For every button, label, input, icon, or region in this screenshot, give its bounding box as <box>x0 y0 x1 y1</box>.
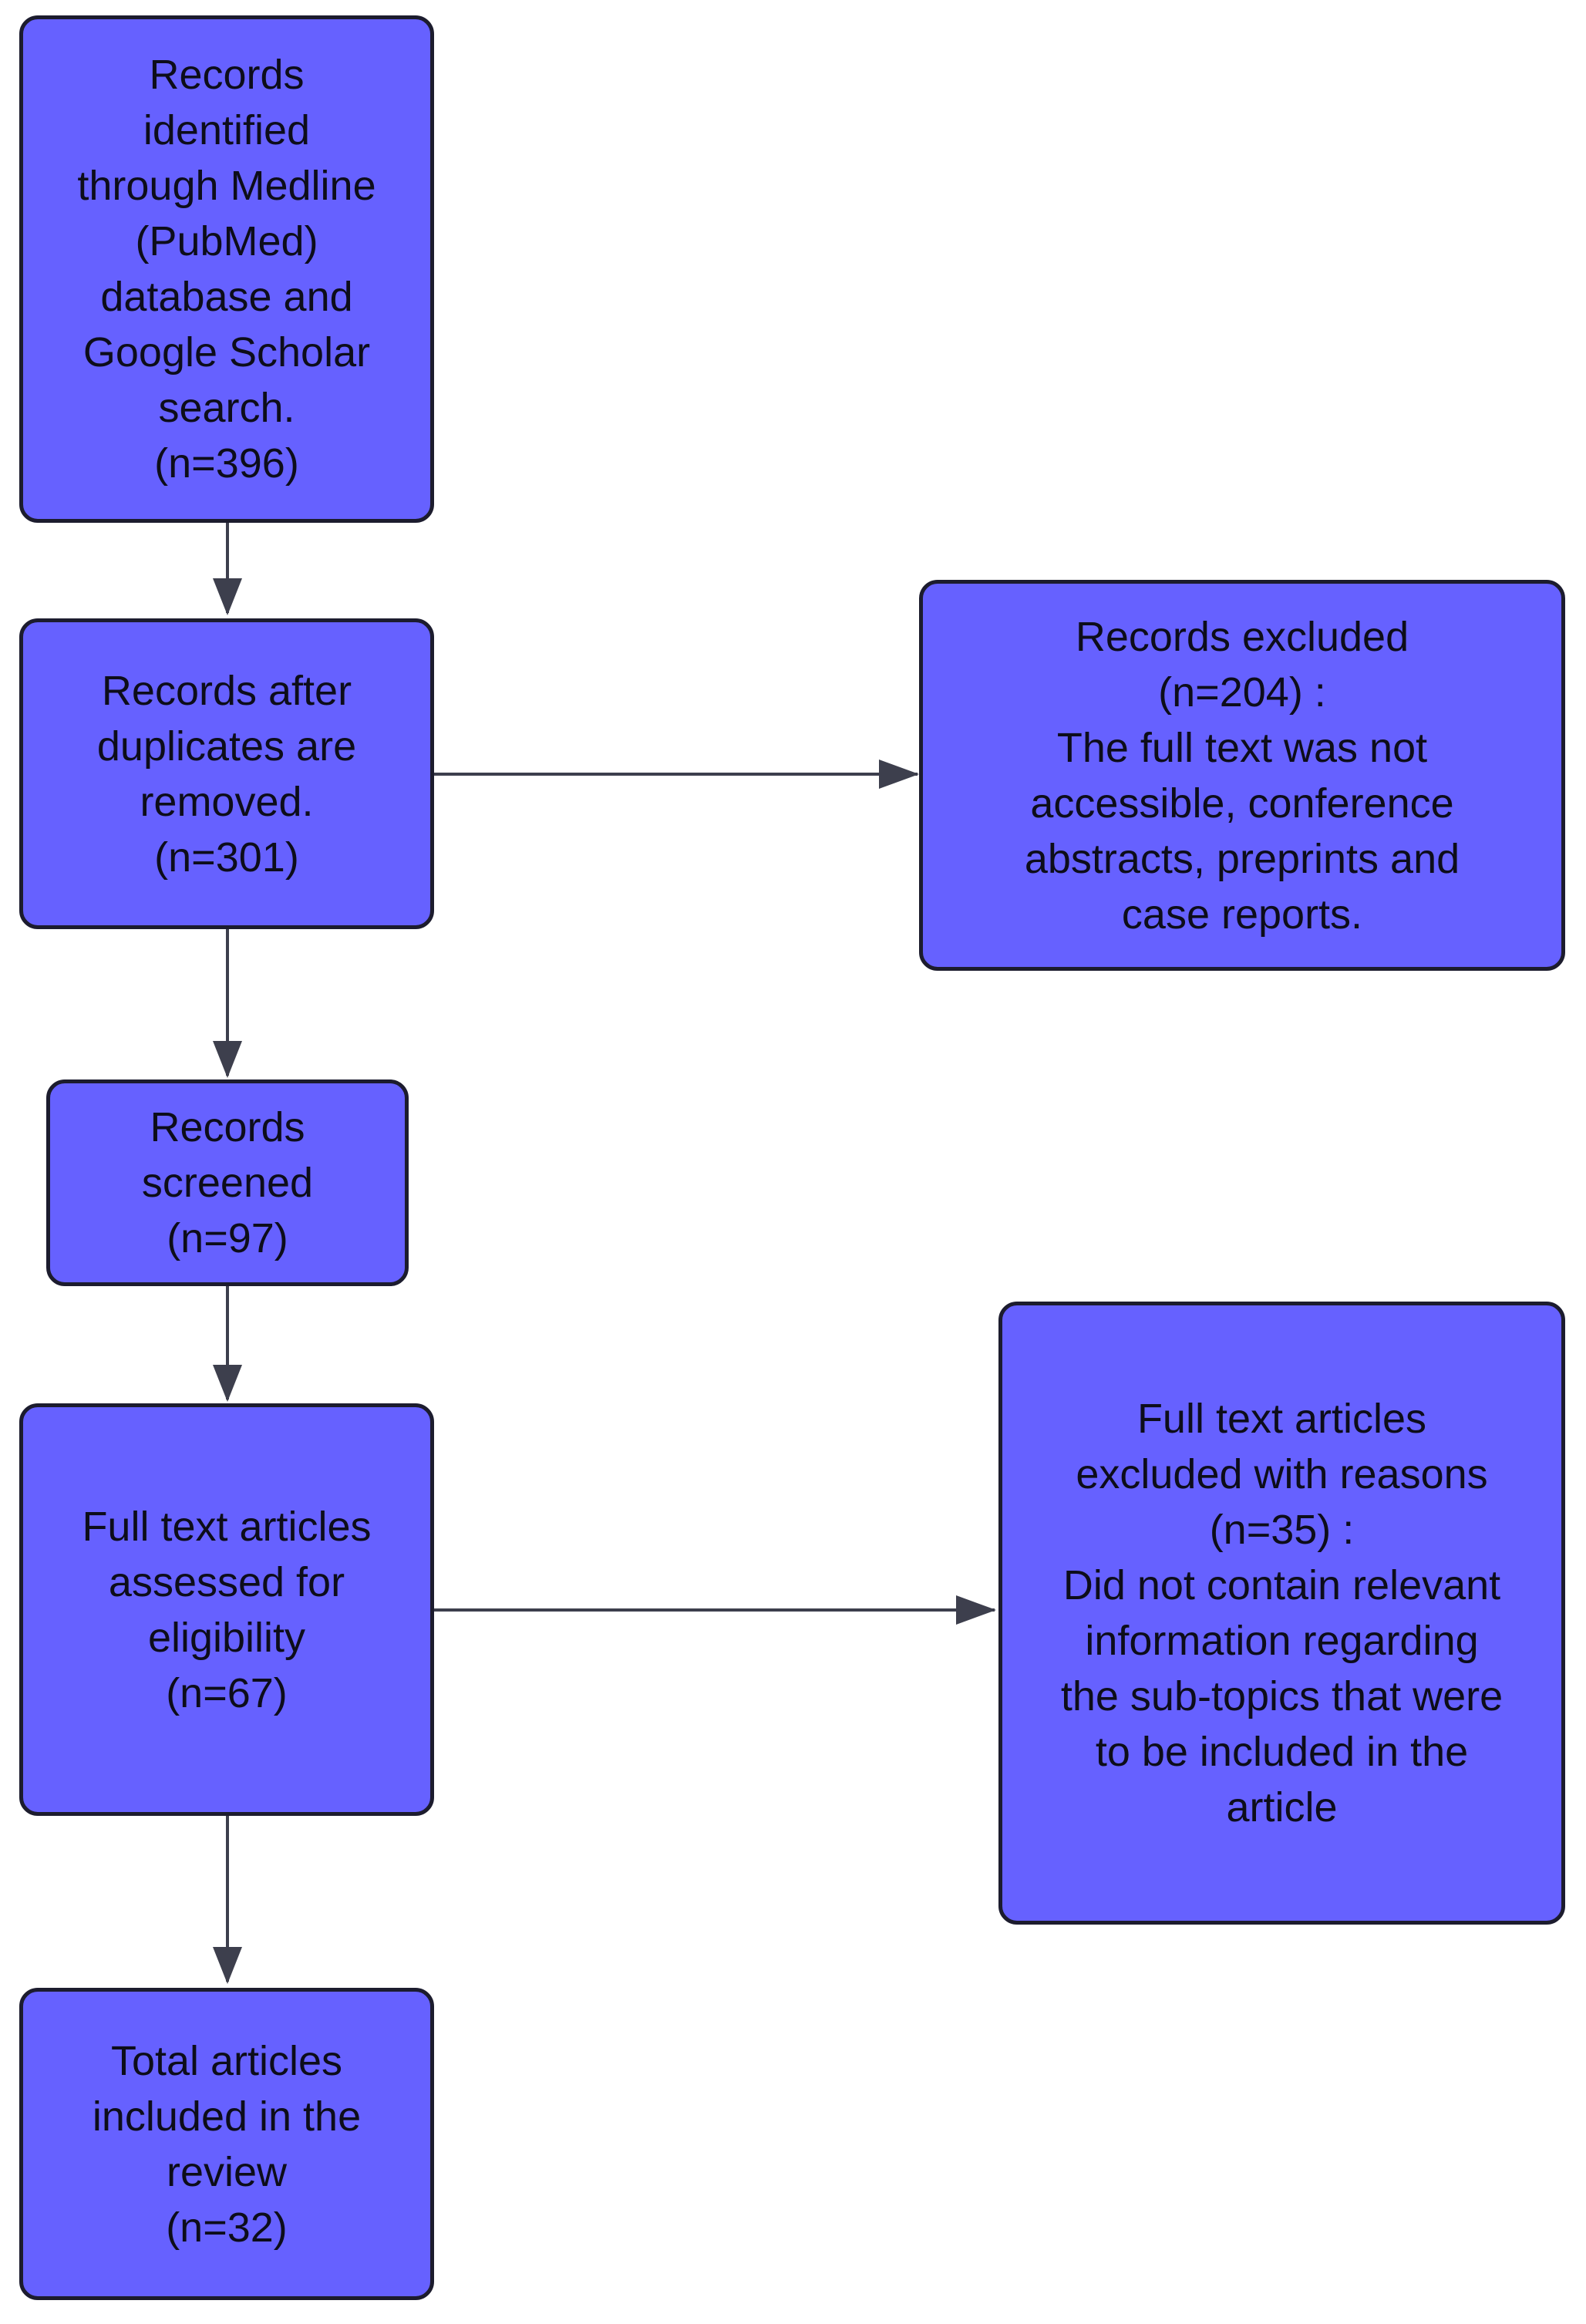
box-text-line: (n=32) <box>166 2204 288 2251</box>
box-text-line: Did not contain relevant <box>1062 1562 1501 1608</box>
box-records-excluded: Records excluded (n=204) : The full text w… <box>919 580 1565 971</box>
box-text-line: review <box>166 2148 288 2195</box>
box-text-line: assessed for <box>108 1558 345 1605</box>
box-text-line: (n=67) <box>166 1669 288 1716</box>
box-text-line: (n=301) <box>154 834 299 881</box>
box-text-line: (n=204) : <box>1158 669 1326 716</box>
box-full-text-excluded: Full text articles excluded with reasons (… <box>998 1302 1565 1925</box>
box-text-line: excluded with reasons <box>1076 1451 1488 1497</box>
box-text-line: Google Scholar <box>82 329 371 376</box>
box-text-line: abstracts, preprints and <box>1024 835 1460 882</box>
box-text-line: identified <box>143 107 311 153</box>
box-text-line: Full text articles <box>82 1503 372 1550</box>
box-text-line: search. <box>158 385 295 431</box>
box-text-line: (n=396) <box>154 440 299 487</box>
arrowhead-5 <box>956 1595 996 1625</box>
box-text-line: accessible, conference <box>1030 780 1454 827</box>
box-text-line: Full text articles <box>1136 1396 1427 1442</box>
box-text-line: (n=97) <box>167 1215 288 1261</box>
arrowhead-1 <box>213 578 242 615</box>
box-text-line: Records after <box>101 667 352 714</box>
arrowhead-3 <box>213 1041 242 1078</box>
box-records-after-duplicates: Records after duplicates are removed. (n=30… <box>19 618 434 929</box>
box-text-line: Records <box>149 52 305 98</box>
box-records-screened: Records screened (n=97) <box>46 1079 409 1286</box>
box-text-line: (PubMed) <box>135 218 318 264</box>
box-text-line: duplicates are <box>96 722 357 770</box>
box-full-text-assessed: Full text articles assessed for eligibilit… <box>19 1403 434 1816</box>
box-text-line: Records excluded <box>1075 613 1409 660</box>
box-text-line: (n=35) : <box>1209 1507 1355 1553</box>
arrowhead-2 <box>879 760 919 789</box>
box-text-line: The full text was not <box>1056 724 1428 771</box>
box-text-line: through Medline <box>77 163 376 209</box>
box-text-line: the sub-topics that were <box>1060 1673 1504 1719</box>
box-text-line: eligibility <box>147 1614 306 1661</box>
box-text-line: to be included in the <box>1095 1729 1469 1775</box>
box-text-line: included in the <box>92 2093 362 2140</box>
box-text-line: Total articles <box>110 2037 343 2084</box>
box-text-line: Records <box>150 1104 305 1150</box>
arrowhead-6 <box>213 1947 242 1984</box>
box-text-line: case reports. <box>1121 891 1363 938</box>
box-records-identified: Records identified through Medline (PubMed)… <box>19 15 434 523</box>
box-text-line: screened <box>141 1160 314 1206</box>
arrowhead-4 <box>213 1365 242 1402</box>
box-total-included: Total articles included in the review (n=32… <box>19 1988 434 2300</box>
box-text-line: article <box>1226 1784 1338 1831</box>
box-text-line: database and <box>100 274 353 320</box>
box-text-line: information regarding <box>1085 1618 1479 1664</box>
box-text-line: removed. <box>140 778 314 825</box>
